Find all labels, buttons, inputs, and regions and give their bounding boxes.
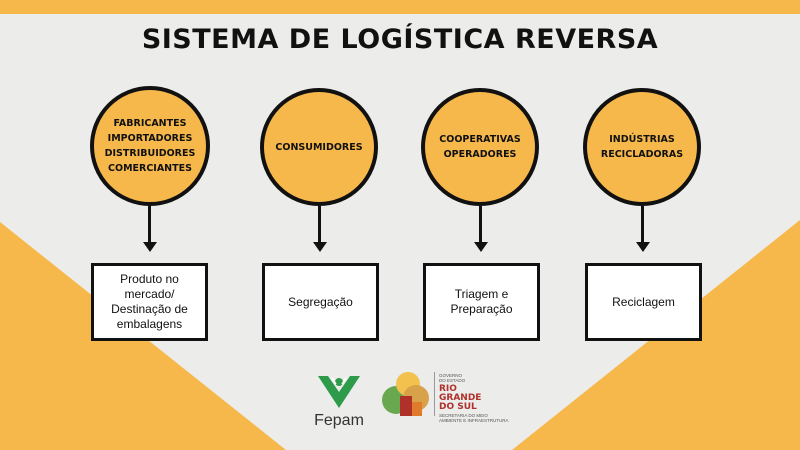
actor-circle-recyclers: INDÚSTRIAS RECICLADORAS [583, 88, 701, 206]
arrow-down-icon [142, 242, 157, 252]
actor-label: COOPERATIVAS OPERADORES [439, 134, 521, 160]
actor-label: FABRICANTES IMPORTADORES DISTRIBUIDORES … [104, 118, 196, 174]
logo-divider [434, 372, 435, 416]
arrow-stem [479, 206, 482, 244]
fepam-tree-icon [318, 376, 360, 408]
step-box-recycling: Reciclagem [585, 263, 702, 341]
actor-circle-consumers: CONSUMIDORES [260, 88, 378, 206]
gov-line-2: DO ESTADO [439, 378, 466, 383]
step-box-market: Produto no mercado/ Destinação de embala… [91, 263, 208, 341]
arrow-stem [148, 206, 151, 244]
step-label: Triagem e Preparação [450, 287, 513, 316]
step-label: Produto no mercado/ Destinação de embala… [111, 272, 188, 331]
actor-label: INDÚSTRIAS RECICLADORAS [600, 134, 684, 160]
step-box-segregation: Segregação [262, 263, 379, 341]
rio-grande-do-sul-emblem-icon [382, 372, 429, 416]
top-accent-band [0, 0, 800, 14]
actor-circle-manufacturers: FABRICANTES IMPORTADORES DISTRIBUIDORES … [90, 86, 210, 206]
state-name-line-2: GRANDE [439, 393, 482, 403]
arrow-down-icon [312, 242, 327, 252]
step-label: Segregação [288, 294, 353, 309]
secretariat-line-2: AMBIENTE E INFRAESTRUTURA [439, 418, 509, 423]
gov-line-1: GOVERNO [439, 373, 463, 378]
step-label: Reciclagem [612, 294, 675, 309]
actor-label: CONSUMIDORES [275, 141, 363, 153]
arrow-down-icon [473, 242, 488, 252]
fepam-logo-text: Fepam [314, 412, 364, 429]
step-box-sorting: Triagem e Preparação [423, 263, 540, 341]
state-name-line-3: DO SUL [439, 402, 477, 412]
state-name-line-1: RIO [439, 384, 457, 394]
page-title: SISTEMA DE LOGÍSTICA REVERSA [141, 24, 659, 55]
secretariat-line-1: SECRETARIA DO MEIO [439, 413, 488, 418]
actor-circle-cooperatives: COOPERATIVAS OPERADORES [421, 88, 539, 206]
arrow-down-icon [635, 242, 650, 252]
arrow-stem [318, 206, 321, 244]
arrow-stem [641, 206, 644, 244]
